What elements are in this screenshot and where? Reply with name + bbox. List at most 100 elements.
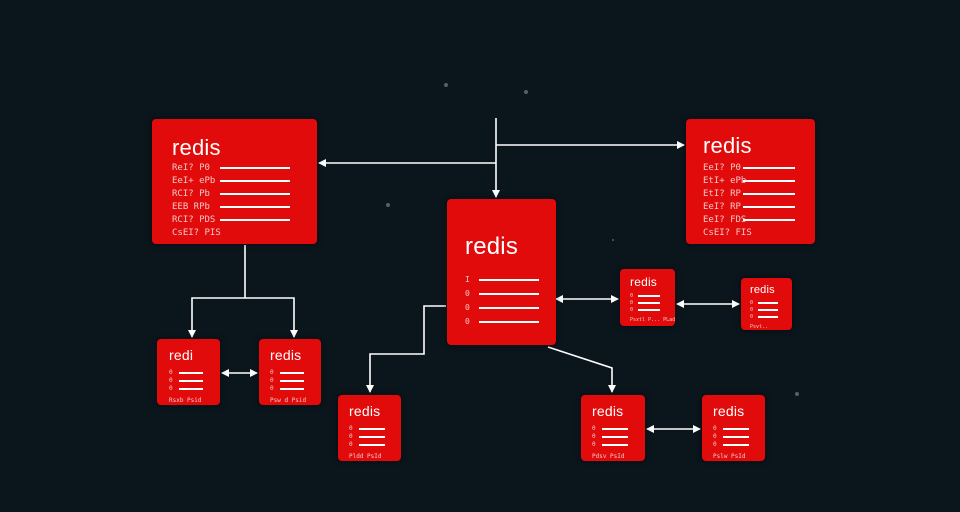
node-field-row: 0 [465, 289, 539, 298]
node-field-row: 0 [713, 441, 749, 448]
node-field-row: 0 [750, 307, 778, 313]
node-field-row: RCI? Pb [172, 189, 290, 199]
field-value-bar [359, 435, 385, 438]
background-dot [795, 392, 799, 396]
field-value-bar [359, 427, 385, 430]
field-value-bar [479, 292, 539, 295]
node-field-row: 0 [349, 433, 385, 440]
node-field-row: 0 [630, 293, 660, 299]
node-title: redi [169, 347, 194, 363]
node-field-row: 0 [592, 425, 628, 432]
field-value-bar [723, 443, 749, 446]
node-field-row: EtI? RP [703, 189, 795, 199]
node-field-row: RCI? PDS [172, 215, 290, 225]
field-key: ReI? P0 [172, 163, 210, 173]
field-key: 0 [349, 433, 353, 440]
node-field-row: 0 [713, 433, 749, 440]
field-key: 0 [349, 425, 353, 432]
field-value-bar [602, 435, 628, 438]
field-key: 0 [270, 377, 274, 384]
node-field-row: 0 [169, 369, 203, 376]
node-title: redis [349, 403, 381, 419]
node-field-row: 0 [750, 314, 778, 320]
node-field-row: 0 [750, 300, 778, 306]
field-key: 0 [465, 317, 470, 326]
node-field-row: 0 [270, 385, 304, 392]
node-title: redis [750, 284, 775, 296]
node-field-row: EEB RPb [172, 202, 290, 212]
field-key: 0 [169, 385, 173, 392]
background-dot [386, 203, 390, 207]
field-key: RCI? PDS [172, 215, 216, 225]
field-value-bar [220, 167, 290, 169]
field-key: EeI? FDS [703, 215, 747, 225]
node-field-row: I [465, 275, 539, 284]
node-footer: Rsxb Psid [169, 397, 202, 404]
node-title: redis [270, 347, 302, 363]
background-dot [444, 83, 448, 87]
field-value-bar [179, 387, 203, 390]
node-title: redis [592, 403, 624, 419]
node-field-row: 0 [169, 385, 203, 392]
node-title: redis [465, 233, 519, 260]
node-field-row: EeI? RP [703, 202, 795, 212]
node-field-row: EeI? FDS [703, 215, 795, 225]
field-value-bar [220, 180, 290, 182]
field-key: 0 [713, 441, 717, 448]
field-value-bar [638, 309, 660, 311]
field-value-bar [743, 206, 795, 208]
field-key: 0 [750, 307, 754, 313]
field-key: EeI+ ePb [172, 176, 216, 186]
field-key: 0 [465, 303, 470, 312]
field-key: EeI? P0 [703, 163, 741, 173]
background-dot [524, 90, 528, 94]
field-key: 0 [349, 441, 353, 448]
field-key: 0 [169, 377, 173, 384]
field-value-bar [179, 379, 203, 382]
field-value-bar [743, 167, 795, 169]
node-field-row: EeI? P0 [703, 163, 795, 173]
link-center-to-bottom-left [366, 305, 446, 393]
field-key: 0 [592, 441, 596, 448]
node-field-row: 0 [349, 441, 385, 448]
field-value-bar [359, 443, 385, 446]
node-field-row: 0 [465, 317, 539, 326]
field-value-bar [602, 443, 628, 446]
field-value-bar [723, 427, 749, 430]
link-split-to-small-a [188, 297, 245, 338]
field-value-bar [638, 302, 660, 304]
node-footer: Pldd PsId [349, 453, 382, 460]
field-value-bar [638, 295, 660, 297]
field-key: 0 [592, 433, 596, 440]
field-value-bar [743, 180, 795, 182]
field-key: 0 [630, 307, 634, 313]
node-field-row: ReI? P0 [172, 163, 290, 173]
node-field-row: 0 [630, 307, 660, 313]
node-field-row: 0 [270, 369, 304, 376]
field-key: I [465, 275, 470, 284]
field-value-bar [220, 193, 290, 195]
field-value-bar [602, 427, 628, 430]
field-value-bar [280, 371, 304, 374]
node-title: redis [703, 133, 752, 158]
node-field-row: EeI+ ePb [172, 176, 290, 186]
field-value-bar [179, 371, 203, 374]
node-field-row: 0 [630, 300, 660, 306]
field-key: 0 [750, 300, 754, 306]
field-value-bar [758, 309, 778, 311]
field-key: 0 [630, 300, 634, 306]
node-field-row: 0 [169, 377, 203, 384]
link-split-to-small-b [245, 297, 298, 338]
node-field-row: 0 [713, 425, 749, 432]
node-footer: CsEI? FIS [703, 228, 752, 238]
field-value-bar [280, 379, 304, 382]
node-field-row: 0 [592, 433, 628, 440]
link-center-to-bottom-mid [547, 346, 616, 393]
node-footer: CsEI? PIS [172, 228, 221, 238]
